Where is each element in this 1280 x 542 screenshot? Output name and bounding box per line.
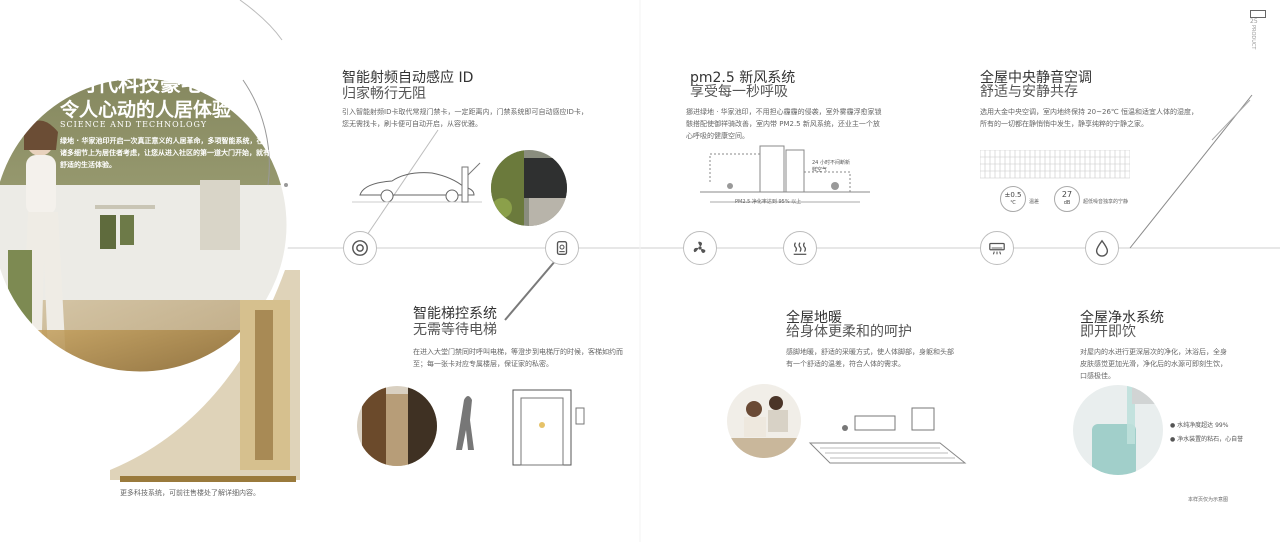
gate-closeup-photo bbox=[491, 150, 567, 226]
stat-temp-circle: ±0.5 ℃ bbox=[1000, 186, 1026, 212]
stat-noise-circle: 27 dB bbox=[1054, 186, 1080, 212]
feature-heating-desc: 感脚地暖，舒适的采暖方式，使人体脚部，身躯和头部有一个舒适的温差，符合人体的需求… bbox=[786, 348, 954, 368]
feature-ac-subtitle: 舒适与安静共存 bbox=[980, 84, 1078, 100]
hero-title-line2: 令人心动的人居体验 bbox=[60, 99, 232, 121]
heat-node bbox=[783, 231, 817, 265]
water-bullet-1: ● 水纯净度超达 99% bbox=[1170, 422, 1229, 429]
feature-ac-desc: 选用大金中央空调，室内地终保持 20~26℃ 恒温和适宜人体的湿度，所有的一切都… bbox=[980, 108, 1198, 128]
ac-node bbox=[980, 231, 1014, 265]
feature-rfid-title: 智能射频自动感应 ID bbox=[342, 70, 474, 86]
water-node bbox=[1085, 231, 1119, 265]
air-conditioner-icon bbox=[989, 242, 1005, 255]
feature-rfid-subtitle: 归家畅行无阻 bbox=[342, 86, 426, 102]
fresh-air-illustration bbox=[700, 145, 870, 203]
pm25-label-top: 24 小时不间断新鲜空气 bbox=[812, 160, 850, 173]
family-photo bbox=[727, 384, 801, 458]
right-footer-note: 本样页仅为示意图 bbox=[1188, 497, 1229, 503]
left-footer-bar bbox=[120, 476, 296, 482]
water-drop-icon bbox=[1095, 239, 1109, 257]
access-card-icon bbox=[556, 241, 568, 255]
feature-ac-title: 全屋中央静音空调 bbox=[980, 70, 1092, 86]
left-footer-note: 更多科技系统，可前往售楼处了解详细内容。 bbox=[120, 489, 260, 497]
feature-elevator-desc: 在进入大堂门禁同时呼叫电梯，等澄步到电梯厅的时候，客梯如约而至；每一张卡对应专属… bbox=[413, 348, 623, 368]
access-node bbox=[545, 231, 579, 265]
hero-description: 绿地 · 华家池印开启一次真正意义的人居革命，多项智能系统，在诸多细节上为居住者… bbox=[60, 137, 270, 169]
heat-icon bbox=[793, 242, 807, 255]
water-glass-photo bbox=[1073, 385, 1163, 475]
elevator-illustration bbox=[456, 389, 585, 466]
feature-elevator-subtitle: 无需等待电梯 bbox=[413, 322, 497, 338]
feature-pm25-title: pm2.5 新风系统 bbox=[690, 70, 796, 86]
hero-subtitle: SCIENCE AND TECHNOLOGY bbox=[60, 120, 208, 129]
right-page-tag: 25 PRODUCT bbox=[1250, 10, 1266, 49]
fan-node bbox=[683, 231, 717, 265]
pm25-label-bottom: PM2.5 净化率达到 95% 以上 bbox=[735, 199, 802, 205]
water-bullet-2: ● 净水装置的粘石，心自誉 bbox=[1170, 436, 1244, 443]
fan-icon bbox=[693, 241, 706, 254]
feature-water-subtitle: 即开即饮 bbox=[1080, 324, 1136, 340]
feature-pm25-desc: 挪进绿地 · 华家池印，不用担心霾霾的侵袭，室外雾霾浮愈家锁骸搭配使御祥骑改善，… bbox=[686, 108, 882, 140]
feature-rfid-desc: 引入智能射频ID卡取代常规门禁卡，一定距离内，门禁系统即可自动感应ID卡，您无需… bbox=[342, 108, 588, 128]
stat-noise-label: 超低噪音独享的宁静 bbox=[1083, 199, 1129, 205]
page-tag-top: 产品概 24 bbox=[44, 20, 63, 34]
feature-heating-subtitle: 给身体更柔和的呵护 bbox=[786, 324, 912, 340]
lobby-photo bbox=[357, 386, 437, 466]
ac-grid-illustration bbox=[980, 150, 1130, 179]
camera-icon bbox=[352, 240, 368, 256]
camera-node bbox=[343, 231, 377, 265]
stat-temp-label: 温差 bbox=[1029, 199, 1040, 205]
feature-water-desc: 对屋内的水进行更深层次的净化，沐浴后，全身皮肤感觉更加光滑，净化后的水源可即刻生… bbox=[1080, 348, 1227, 380]
feature-elevator-title: 智能梯控系统 bbox=[413, 306, 497, 322]
feature-water-title: 全屋净水系统 bbox=[1080, 310, 1164, 326]
feature-heating-title: 全屋地暖 bbox=[786, 310, 842, 326]
feature-pm25-subtitle: 享受每一秒呼吸 bbox=[690, 84, 788, 100]
hero-photo bbox=[0, 75, 300, 480]
floor-heating-illustration bbox=[808, 407, 967, 464]
car-gate-illustration bbox=[352, 162, 482, 203]
hero-title-line1: E时代科技豪宅， bbox=[60, 71, 224, 96]
